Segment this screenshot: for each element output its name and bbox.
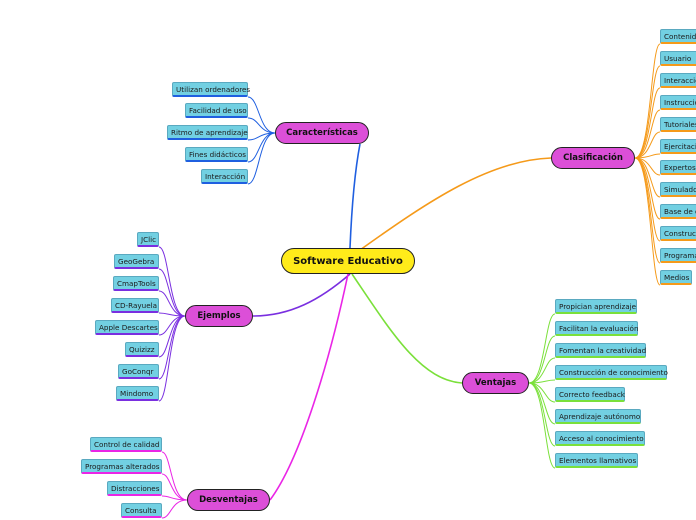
topic-ventajas[interactable]: Ventajas: [462, 372, 529, 394]
leaf-goconqr[interactable]: GoConqr: [118, 364, 159, 379]
link-root-ventajas: [351, 273, 463, 384]
leaf-consulta[interactable]: Consulta: [121, 503, 162, 518]
link-root-caracteristicas: [349, 143, 361, 249]
link-caract-4: [247, 132, 276, 185]
link-desv-2: [161, 495, 188, 501]
leaf-facilitan-evaluacion[interactable]: Facilitan la evaluación: [555, 321, 639, 336]
link-vent-0: [528, 313, 556, 384]
leaf-cd-rayuela[interactable]: CD-Rayuela: [111, 298, 159, 313]
root-topic[interactable]: Software Educativo: [281, 248, 415, 274]
leaf-elementos-llamativos[interactable]: Elementos llamativos: [555, 453, 638, 468]
leaf-construccion[interactable]: Construcción: [660, 226, 696, 241]
leaf-tutoriales[interactable]: Tutoriales: [660, 117, 696, 132]
topic-desventajas[interactable]: Desventajas: [187, 489, 270, 511]
topic-clasificacion[interactable]: Clasificación: [551, 147, 635, 169]
leaf-medios[interactable]: Medios: [660, 270, 692, 285]
leaf-control-de-calidad[interactable]: Control de calidad: [90, 437, 162, 452]
link-vent-7: [528, 382, 556, 469]
link-root-desventajas: [269, 273, 349, 501]
leaf-acceso-conocimiento[interactable]: Acceso al conocimiento: [555, 431, 645, 446]
leaf-base-de-datos[interactable]: Base de datos: [660, 204, 696, 219]
leaf-propician-aprendizaje[interactable]: Propician aprendizaje: [555, 299, 637, 314]
leaf-geogebra[interactable]: GeoGebra: [114, 254, 159, 269]
link-root-ejemplos: [252, 273, 351, 317]
link-ejem-4: [158, 315, 186, 336]
leaf-correcto-feedback[interactable]: Correcto feedback: [555, 387, 625, 402]
link-clas-0: [634, 43, 661, 159]
link-ejem-0: [158, 246, 186, 317]
link-ejem-1: [158, 268, 186, 317]
leaf-facilidad-de-uso[interactable]: Facilidad de uso: [185, 103, 248, 118]
leaf-contenido[interactable]: Contenido: [660, 29, 696, 44]
link-desv-0: [161, 451, 188, 501]
link-caract-0: [247, 96, 276, 134]
link-clas-3: [634, 109, 661, 159]
leaf-fomentan-creatividad[interactable]: Fomentan la creatividad: [555, 343, 646, 358]
leaf-jclic[interactable]: JClic: [137, 232, 159, 247]
leaf-fines-didacticos[interactable]: Fines didácticos: [185, 147, 248, 162]
topic-ejemplos[interactable]: Ejemplos: [185, 305, 253, 327]
leaf-utilizan-ordenadores[interactable]: Utilizan ordenadores: [172, 82, 250, 97]
leaf-aprendizaje-autonomo[interactable]: Aprendizaje autónomo: [555, 409, 641, 424]
leaf-instruccion[interactable]: Instrucción: [660, 95, 696, 110]
leaf-programas-alterados[interactable]: Programas alterados: [81, 459, 162, 474]
leaf-expertos[interactable]: Expertos: [660, 160, 696, 175]
leaf-mindomo[interactable]: Mindomo: [116, 386, 159, 401]
leaf-interaccion-clas[interactable]: Interacción: [660, 73, 696, 88]
leaf-ritmo-de-aprendizaje[interactable]: Ritmo de aprendizaje: [167, 125, 248, 140]
leaf-interaccion[interactable]: Interacción: [201, 169, 248, 184]
leaf-usuario[interactable]: Usuario: [660, 51, 696, 66]
link-ejem-7: [158, 315, 186, 402]
link-desv-1: [161, 473, 188, 501]
link-vent-2: [528, 357, 556, 384]
link-ejem-2: [158, 290, 186, 317]
link-vent-4: [528, 382, 556, 403]
link-caract-3: [247, 132, 276, 163]
leaf-programacion[interactable]: Programación: [660, 248, 696, 263]
link-clas-1: [634, 65, 661, 159]
leaf-simulador[interactable]: Simulador: [660, 182, 696, 197]
link-desv-3: [161, 499, 188, 519]
link-clas-4: [634, 131, 661, 159]
leaf-quizizz[interactable]: Quizizz: [125, 342, 159, 357]
leaf-distracciones[interactable]: Distracciones: [107, 481, 162, 496]
leaf-ejercitacion[interactable]: Ejercitación: [660, 139, 696, 154]
leaf-apple-descartes[interactable]: Apple Descartes: [95, 320, 159, 335]
link-clas-11: [634, 157, 661, 286]
link-caract-1: [247, 117, 276, 134]
topic-caracteristicas[interactable]: Características: [275, 122, 369, 144]
link-vent-1: [528, 335, 556, 384]
leaf-cmaptools[interactable]: CmapTools: [113, 276, 159, 291]
link-root-clasificacion: [359, 157, 552, 251]
leaf-construccion-conocimiento[interactable]: Construcción de conocimiento: [555, 365, 668, 380]
